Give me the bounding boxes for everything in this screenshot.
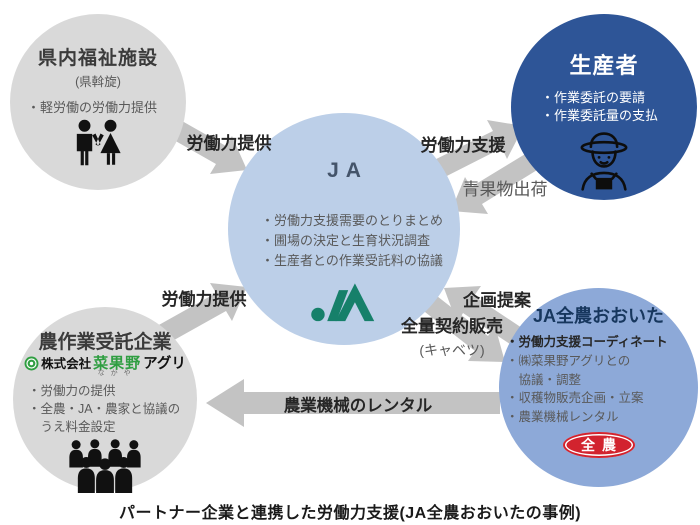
node-zennoh-oita: JA全農おおいた ・労働力支援コーディネート ・㈱菜果野アグリとの 協議・調整 … bbox=[499, 288, 698, 487]
jutaku-bullet: ・全農・JA・農家と協議の bbox=[28, 401, 181, 416]
zennoh-title: JA全農おおいた bbox=[532, 306, 664, 326]
nakaya-logo-icon bbox=[24, 356, 39, 376]
zennoh-bullet: 協議・調整 bbox=[506, 372, 582, 387]
group-icon bbox=[13, 437, 197, 498]
company-name-row: 株式会社 菜果野 なかや アグリ bbox=[13, 356, 197, 377]
node-fukushi-shisetsu: 県内福祉施設 (県斡旋) ・軽労働の労働力提供 bbox=[10, 14, 186, 190]
fukushi-bullet: ・軽労働の労働力提供 bbox=[27, 100, 158, 115]
couple-icon bbox=[10, 119, 186, 176]
node-seisansha: 生産者 ・作業委託の要請 ・作業委託量の支払 bbox=[511, 14, 697, 200]
arrow-jutaku-to-ja bbox=[157, 283, 247, 344]
zennoh-bullet: ・㈱菜果野アグリとの bbox=[506, 353, 631, 368]
ja-title: JA bbox=[327, 159, 368, 182]
zennoh-badge: 全農 bbox=[562, 431, 635, 458]
arrow-zennoh-to-ja bbox=[444, 286, 534, 352]
jutaku-bullet: ・労働力の提供 bbox=[28, 384, 116, 398]
ja-bullet: ・労働力支援需要のとりまとめ bbox=[261, 213, 444, 228]
node-ja: JA ・労働力支援需要のとりまとめ ・圃場の決定と生育状況調査 ・生産者との作業… bbox=[228, 113, 460, 345]
arrow-seisansha-to-ja bbox=[451, 145, 550, 214]
zennoh-bullet: ・収穫物販売企画・立案 bbox=[506, 391, 644, 406]
arrow-label-roudouryoku-teikyou-top: 労働力提供 bbox=[186, 134, 272, 153]
company-furigana: なかや bbox=[97, 370, 137, 377]
company-prefix: 株式会社 bbox=[41, 357, 92, 371]
zennoh-bullet: ・農業機械レンタル bbox=[506, 410, 619, 424]
arrow-zennoh-to-jutaku bbox=[206, 379, 500, 427]
jutaku-bullet: うえ料金設定 bbox=[28, 419, 116, 434]
arrow-ja-to-seisansha bbox=[424, 120, 524, 183]
seisansha-bullet: ・作業委託の要請 bbox=[541, 90, 646, 105]
zennoh-bullet: ・労働力支援コーディネート bbox=[506, 335, 668, 349]
farmer-icon bbox=[511, 127, 697, 196]
diagram-caption: パートナー企業と連携した労働力支援(JA全農おおいたの事例) bbox=[118, 505, 582, 522]
arrow-label-roudouryoku-shien: 労働力支援 bbox=[420, 136, 506, 155]
fukushi-title: 県内福祉施設 bbox=[37, 48, 158, 69]
node-jutaku-kigyou: 農作業受託企業 株式会社 菜果野 なかや アグリ ・労働力の提供 ・全農・JA・… bbox=[13, 307, 197, 494]
seisansha-bullet: ・作業委託量の支払 bbox=[541, 108, 659, 124]
company-name: 菜果野 なかや bbox=[93, 355, 142, 377]
ja-logo-icon bbox=[228, 280, 460, 327]
arrow-sublabel-cabbage: (キャベツ) bbox=[419, 342, 485, 358]
company-suffix: アグリ bbox=[143, 356, 186, 372]
seisansha-title: 生産者 bbox=[569, 53, 639, 78]
jutaku-title: 農作業受託企業 bbox=[38, 332, 172, 353]
arrow-label-kikaku-teian: 企画提案 bbox=[463, 291, 531, 310]
arrow-ja-to-zennoh bbox=[416, 289, 505, 362]
ja-bullet: ・圃場の決定と生育状況調査 bbox=[261, 233, 431, 249]
ja-bullet: ・生産者との作業受託料の協議 bbox=[261, 253, 443, 269]
arrow-label-roudouryoku-teikyou-bottom: 労働力提供 bbox=[161, 290, 247, 309]
arrow-label-seikabutsu-shukka: 青果物出荷 bbox=[462, 180, 548, 199]
fukushi-subtitle: (県斡旋) bbox=[75, 75, 121, 89]
arrow-label-zenryou-keiyaku-hanbai: 全量契約販売 (キャベツ) bbox=[401, 317, 503, 358]
arrow-label-nougyou-kikai-rental: 農業機械のレンタル bbox=[283, 397, 433, 415]
